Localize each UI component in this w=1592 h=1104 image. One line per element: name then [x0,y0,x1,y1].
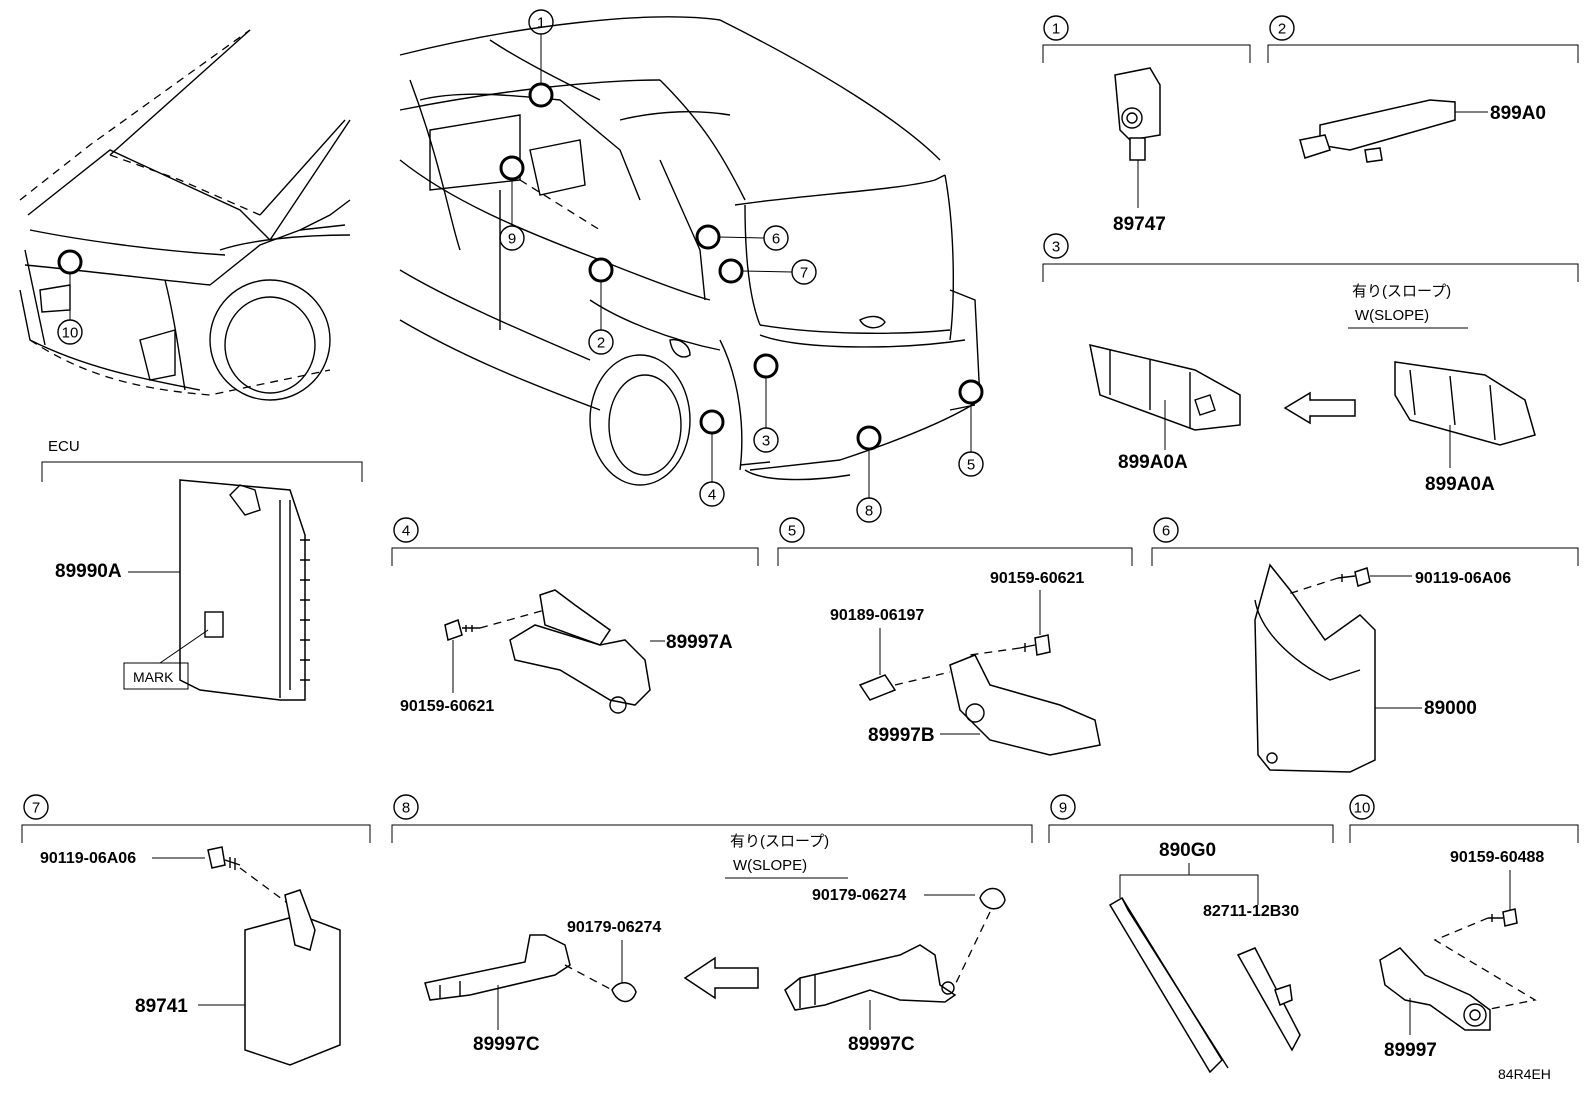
part-90119-06A06-s7: 90119-06A06 [40,850,136,867]
part-82711-12B30: 82711-12B30 [1203,903,1299,920]
section-2-num: 2 [1278,21,1286,38]
part-90119-06A06-s6: 90119-06A06 [1415,570,1511,587]
part-89741: 89741 [135,996,188,1017]
option-en-8: W(SLOPE) [733,857,807,874]
section-6-num: 6 [1162,523,1170,540]
part-90179-06274-right: 90179-06274 [812,887,906,904]
part-90179-06274-left: 90179-06274 [567,919,661,936]
part-899A0: 899A0 [1490,103,1546,124]
part-90159-60488: 90159-60488 [1450,849,1544,866]
callout-3-label: 3 [762,433,770,450]
part-89997B: 89997B [868,725,935,746]
option-jp-3: 有り(スロープ) [1352,283,1451,300]
section-4: 4 89997A 90159-60621 [391,517,759,715]
part-89000: 89000 [1424,698,1477,719]
callout-2-location: 2 [588,257,614,355]
callout-6-label: 6 [772,231,780,248]
callout-3-location: 3 [753,353,779,453]
callout-5-label: 5 [967,457,975,474]
callout-4-label: 4 [708,487,716,504]
part-89997: 89997 [1384,1040,1437,1061]
part-899A0A-right: 899A0A [1425,474,1495,495]
callout-9-label: 9 [508,231,516,248]
section-5: 5 90159-60621 90189-06197 89997B [777,517,1133,756]
callout-1-location: 1 [528,9,554,108]
section-5-num: 5 [788,523,796,540]
callout-2-label: 2 [597,335,605,352]
callout-7-location: 7 [718,258,817,285]
callout-6-location: 6 [695,224,789,251]
part-89997A: 89997A [666,632,733,653]
section-9-num: 9 [1059,800,1067,817]
vehicle-front-view: 10 [19,29,351,401]
section-4-num: 4 [402,523,410,540]
mark-label: MARK [133,669,174,685]
callout-8-label: 8 [865,503,873,520]
callout-10-location: 10 [57,249,83,345]
section-7-num: 7 [32,800,40,817]
callout-4-location: 4 [699,409,725,507]
part-890G0: 890G0 [1159,840,1216,861]
section-10-num: 10 [1354,800,1371,817]
callout-10-label: 10 [62,325,79,342]
part-90189-06197: 90189-06197 [830,607,924,624]
section-7: 7 90119-06A06 89741 [21,794,371,1066]
section-8-num: 8 [402,800,410,817]
section-1: 1 89747 [1042,15,1251,235]
section-2: 2 899A0 [1267,15,1579,163]
section-3: 3 有り(スロープ) W(SLOPE) 899A0A 899A0A [1042,233,1579,495]
section-1-num: 1 [1052,21,1060,38]
figure-code: 84R4EH [1498,1066,1551,1082]
ecu-group-label: ECU [48,438,80,455]
callout-1-label: 1 [537,15,545,32]
part-89997C-left: 89997C [473,1034,540,1055]
part-89997C-right: 89997C [848,1034,915,1055]
section-6: 6 90119-06A06 89000 [1151,517,1579,773]
option-jp-8: 有り(スロープ) [730,833,829,850]
vehicle-rear-view: 1 9 2 6 7 [399,9,984,523]
part-89990A: 89990A [55,561,122,582]
callout-9-location: 9 [499,155,525,251]
part-899A0A-left: 899A0A [1118,452,1188,473]
part-89747: 89747 [1113,214,1166,235]
callout-7-label: 7 [800,265,808,282]
section-8: 8 有り(スロープ) W(SLOPE) 89997C 90179-06274 8… [391,794,1033,1055]
callout-5-location: 5 [958,379,984,477]
section-3-num: 3 [1052,239,1060,256]
callout-8-location: 8 [856,425,882,523]
section-10: 10 90159-60488 89997 [1349,794,1579,1061]
ecu-group: ECU 89990A MARK [41,438,363,701]
section-9: 9 890G0 82711-12B30 [1048,794,1334,1074]
option-en-3: W(SLOPE) [1355,307,1429,324]
part-90159-60621-s5: 90159-60621 [990,570,1084,587]
part-90159-60621-s4: 90159-60621 [400,698,494,715]
